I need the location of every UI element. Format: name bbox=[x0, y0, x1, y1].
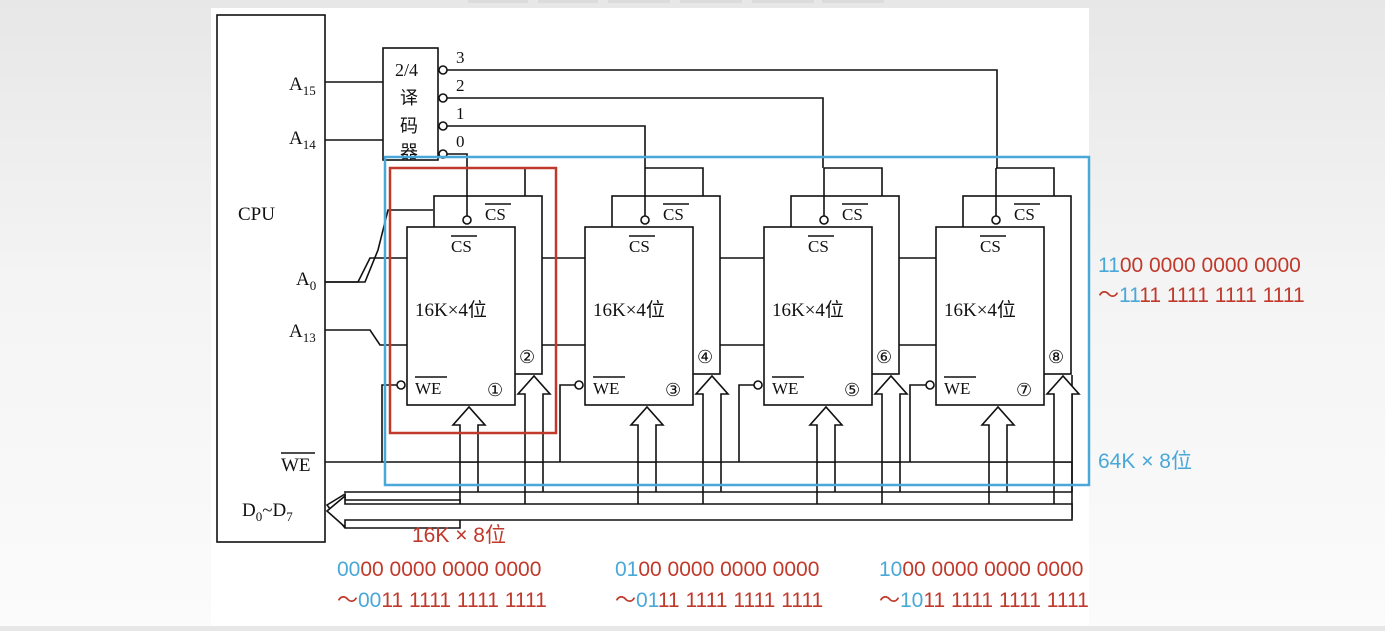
chip-pair-3: CS CS 16K×4位 WE ⑤⑥ bbox=[753, 167, 909, 504]
chip-cs-outer-label: CS bbox=[842, 205, 863, 224]
chip-cs-outer-label: CS bbox=[1014, 205, 1035, 224]
svg-text:码: 码 bbox=[400, 116, 418, 136]
chip-layer: CS CS 16K×4位 WE ①② CS CS 16K×4位 WE ③④ CS CS 16K×4位 WE… bbox=[396, 167, 1081, 504]
top-bars bbox=[468, 0, 884, 3]
cpu-we-label: WE bbox=[281, 455, 311, 476]
chip-cs-inner-label: CS bbox=[980, 237, 1001, 256]
chip-we-label: WE bbox=[593, 379, 619, 398]
decoder-2-4: 2/4 译 码 器 3 2 1 0 bbox=[382, 47, 465, 162]
chip-cs-inner-label: CS bbox=[808, 237, 829, 256]
range-chip3-end: ～1011 1111 1111 1111 bbox=[879, 589, 1089, 612]
chip-capacity-label: 16K×4位 bbox=[593, 299, 665, 321]
chip-back-number: ④ bbox=[697, 347, 713, 367]
svg-text:A14: A14 bbox=[289, 128, 316, 152]
data-bus-arrow bbox=[325, 492, 1073, 529]
chip-front bbox=[935, 226, 1045, 406]
range-chip3-start: 1000 0000 0000 0000 bbox=[879, 558, 1083, 581]
chip-front bbox=[584, 226, 694, 406]
range-chip2-start: 0100 0000 0000 0000 bbox=[615, 558, 819, 581]
chip-we-label: WE bbox=[772, 379, 798, 398]
chip-capacity-label: 16K×4位 bbox=[772, 299, 844, 321]
chip-cs-outer-label: CS bbox=[485, 205, 506, 224]
label-16k: 16K × 8位 bbox=[412, 524, 506, 547]
chip-back-number: ⑧ bbox=[1048, 347, 1064, 367]
cpu-label: CPU bbox=[238, 204, 275, 225]
range-chip2-end: ～0111 1111 1111 1111 bbox=[615, 589, 823, 612]
svg-text:3: 3 bbox=[456, 48, 465, 67]
chip-front bbox=[763, 226, 873, 406]
svg-text:器: 器 bbox=[400, 142, 418, 162]
chip-front-number: ① bbox=[487, 380, 503, 400]
range-chip1-start: 0000 0000 0000 0000 bbox=[337, 558, 541, 581]
range-chip4-end: ～1111 1111 1111 1111 bbox=[1098, 284, 1305, 307]
chip-back-number: ⑥ bbox=[876, 347, 892, 367]
svg-text:1: 1 bbox=[456, 104, 465, 123]
range-chip1-end: ～0011 1111 1111 1111 bbox=[337, 589, 547, 612]
chip-capacity-label: 16K×4位 bbox=[415, 299, 487, 321]
svg-text:A0: A0 bbox=[296, 269, 316, 293]
svg-text:译: 译 bbox=[400, 88, 418, 108]
svg-text:0: 0 bbox=[456, 132, 465, 151]
chip-cs-inner-label: CS bbox=[629, 237, 650, 256]
chip-capacity-label: 16K×4位 bbox=[944, 299, 1016, 321]
chip-pair-2: CS CS 16K×4位 WE ③④ bbox=[574, 167, 730, 504]
chip-front bbox=[406, 226, 516, 406]
group-16k-highlight bbox=[388, 166, 558, 435]
chip-back-number: ② bbox=[519, 347, 535, 367]
chip-front-number: ⑤ bbox=[844, 380, 860, 400]
svg-text:2: 2 bbox=[456, 76, 465, 95]
cpu-block: CPU A15 A14 A0 A13 WE D0~D7 bbox=[216, 14, 326, 543]
svg-text:2/4: 2/4 bbox=[395, 60, 418, 80]
chip-front-number: ③ bbox=[665, 380, 681, 400]
cpu-data-label: D0~D7 bbox=[242, 500, 293, 524]
chip-cs-inner-label: CS bbox=[451, 237, 472, 256]
range-chip4-start: 1100 0000 0000 0000 bbox=[1098, 254, 1301, 277]
chip-pair-1: CS CS 16K×4位 WE ①② bbox=[396, 167, 552, 504]
chip-pair-4: CS CS 16K×4位 WE ⑦⑧ bbox=[925, 167, 1081, 504]
chip-cs-outer-label: CS bbox=[663, 205, 684, 224]
chip-we-label: WE bbox=[944, 379, 970, 398]
svg-text:A13: A13 bbox=[289, 321, 316, 345]
chip-we-label: WE bbox=[415, 379, 441, 398]
group-64k-highlight bbox=[383, 155, 1091, 487]
chip-front-number: ⑦ bbox=[1016, 380, 1032, 400]
label-64k: 64K × 8位 bbox=[1098, 450, 1192, 473]
svg-text:A15: A15 bbox=[289, 74, 316, 98]
